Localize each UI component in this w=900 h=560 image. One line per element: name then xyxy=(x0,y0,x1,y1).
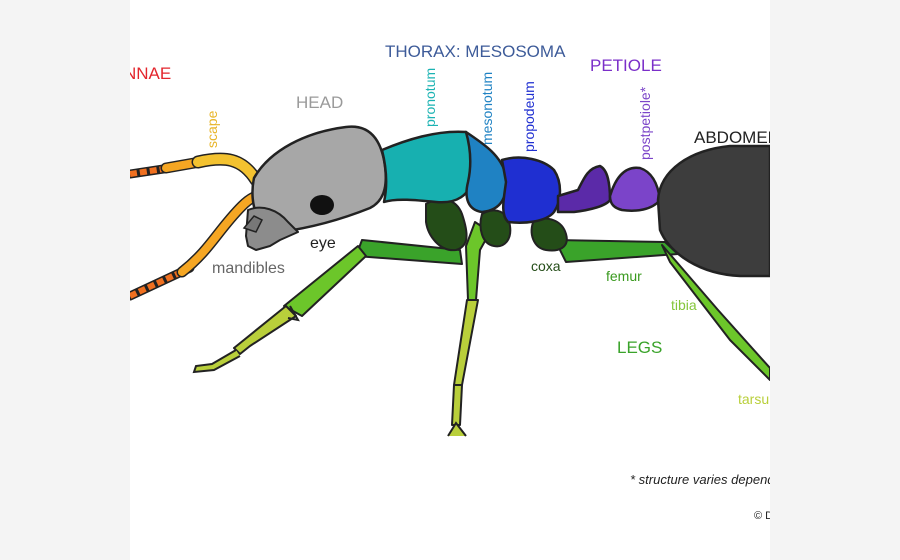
postpetiole-node xyxy=(608,166,662,212)
fore-leg xyxy=(192,239,463,374)
eye-label: eye xyxy=(310,235,336,252)
legs-label: LEGS xyxy=(617,338,662,357)
pronotum-segment xyxy=(380,130,476,204)
petiole-node xyxy=(556,164,612,214)
tibia-label: tibia xyxy=(671,297,697,313)
diagram-panel: NNAE THORAX: MESOSOMA PETIOLE HEAD scape… xyxy=(130,0,770,560)
petiole-label: PETIOLE xyxy=(590,56,662,75)
pronotum-label: pronotum xyxy=(422,68,438,127)
hind-leg xyxy=(554,239,770,381)
footnote-text: * structure varies dependin xyxy=(630,472,770,487)
propodeum-segment xyxy=(500,156,562,224)
fore-coxa xyxy=(425,198,468,252)
eye-dot xyxy=(310,195,334,215)
tarsus-label: tarsu xyxy=(738,391,769,407)
thorax-label: THORAX: MESOSOMA xyxy=(385,42,566,61)
credit-text: © D xyxy=(754,510,770,522)
ant-anatomy-diagram: NNAE THORAX: MESOSOMA PETIOLE HEAD scape… xyxy=(130,42,770,522)
hind-coxa xyxy=(530,217,568,252)
scape-label: scape xyxy=(204,110,220,148)
mesonotum-segment xyxy=(464,130,508,214)
femur-label: femur xyxy=(606,268,642,284)
antenna-upper xyxy=(130,156,206,179)
head-label: HEAD xyxy=(296,93,343,112)
middle-leg xyxy=(447,221,491,437)
coxa-label: coxa xyxy=(531,258,561,274)
abdomen-label: ABDOMEN xyxy=(694,128,770,147)
mandibles-label: mandibles xyxy=(212,260,285,277)
antenna-lower xyxy=(130,190,268,301)
antennae-label: NNAE xyxy=(130,64,171,83)
abdomen-gaster xyxy=(656,144,770,278)
mesonotum-label: mesonotum xyxy=(479,72,495,145)
postpetiole-label: postpetiole* xyxy=(637,86,653,160)
mid-coxa xyxy=(479,209,512,248)
propodeum-label: propodeum xyxy=(521,81,537,152)
